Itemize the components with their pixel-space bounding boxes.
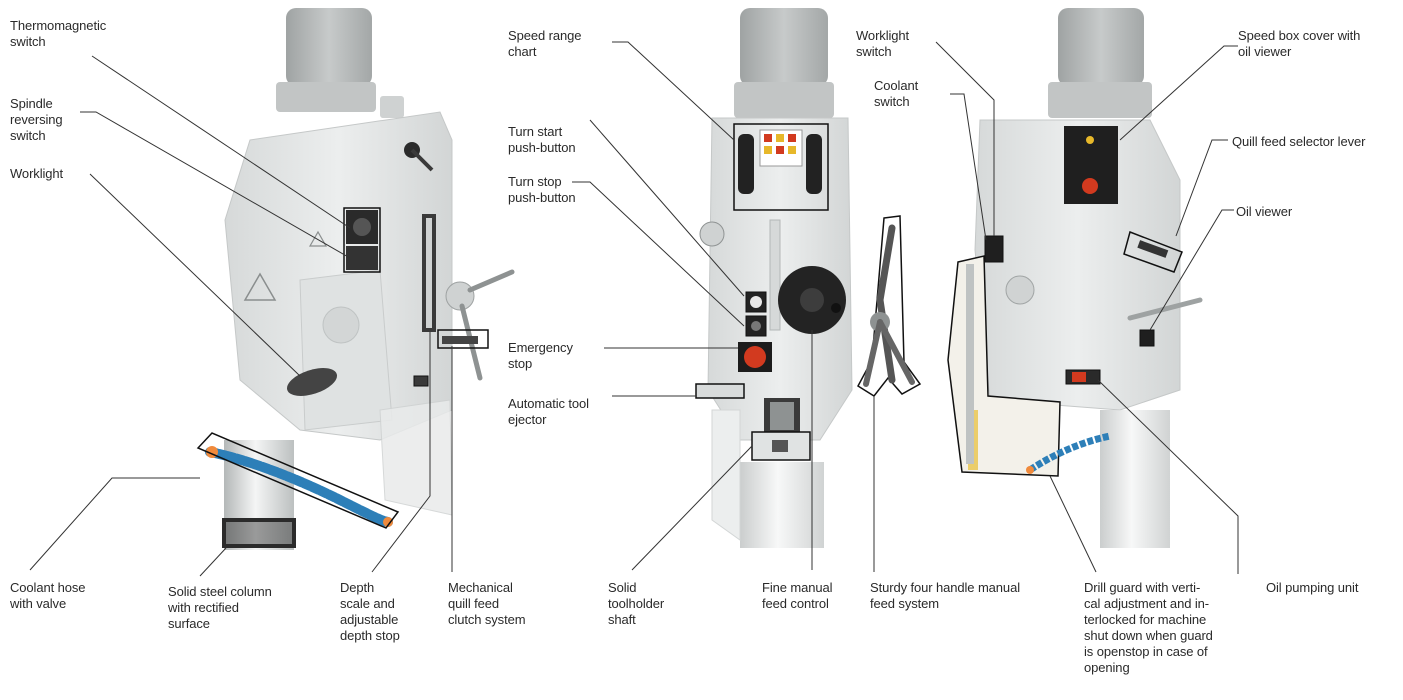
handwheel	[445, 281, 475, 311]
coolant-hose	[1028, 432, 1111, 473]
label-automatic-tool-ejector: Automatic tool ejector	[508, 396, 589, 427]
label-depth-scale: Depth scale and adjustable depth stop	[340, 580, 400, 643]
housing-bolt	[322, 306, 360, 344]
leader-spindle-reversing	[80, 111, 351, 259]
lifting-eye	[380, 96, 404, 118]
label-oil-viewer: Oil viewer	[1236, 204, 1293, 219]
leader-worklight	[89, 173, 301, 377]
emergency-stop-button	[744, 346, 766, 368]
label-speed-box-cover: Speed box cover with oil viewer	[1238, 28, 1361, 59]
leader-oil-viewer	[1149, 209, 1234, 331]
gear-housing	[299, 269, 393, 431]
leader-thermomagnetic	[91, 55, 351, 229]
column-collar-face	[226, 522, 292, 544]
dial	[1005, 275, 1035, 305]
clutch-lever	[442, 336, 478, 344]
label-thermomagnetic-switch: Thermomagnetic switch	[10, 18, 107, 49]
leader-drill-guard	[1049, 475, 1097, 573]
label-quill-feed-selector: Quill feed selector lever	[1232, 134, 1366, 149]
warning-triangle-icon	[243, 272, 277, 301]
column	[740, 462, 824, 548]
motor	[1058, 8, 1144, 86]
right-machine	[947, 8, 1203, 548]
label-sturdy-four-handle: Sturdy four handle manual feed system	[870, 580, 1020, 611]
drill-guard	[711, 409, 741, 541]
leader-worklight-switch	[935, 41, 995, 236]
leader-coolant-switch	[950, 93, 987, 241]
worklight-switch	[984, 235, 1004, 263]
label-coolant-switch: Coolant switch	[874, 78, 919, 109]
label-coolant-hose: Coolant hose with valve	[10, 580, 86, 611]
label-fine-manual-feed: Fine manual feed control	[762, 580, 833, 611]
leader-coolant-hose	[29, 477, 200, 571]
switch-knob	[353, 218, 371, 236]
label-spindle-reversing-switch: Spindle reversing switch	[10, 96, 63, 143]
handle-bar	[410, 148, 434, 172]
label-turn-start: Turn start push-button	[508, 124, 576, 155]
oil-viewer-small	[1139, 329, 1155, 347]
label-solid-toolholder-shaft: Solid toolholder shaft	[608, 580, 665, 627]
four-handle-callout-box	[857, 215, 922, 397]
motor-base	[734, 82, 834, 118]
guard-rod	[966, 264, 974, 464]
label-speed-range-chart: Speed range chart	[508, 28, 582, 59]
leader-oil-pumping	[1097, 379, 1239, 574]
gear-lever	[738, 134, 754, 194]
dial	[699, 221, 725, 247]
drill-guard	[379, 399, 453, 516]
leader-toolholder	[631, 445, 753, 571]
quill-selector-callout-box	[1123, 231, 1183, 273]
motor	[740, 8, 828, 86]
label-solid-steel-column: Solid steel column with rectified surfac…	[168, 584, 272, 631]
motor-base	[1048, 82, 1152, 118]
leader-turn-start	[589, 119, 745, 297]
hose-callout-box	[196, 432, 400, 529]
depth-stop	[413, 375, 429, 387]
leader-speed-chart	[612, 41, 735, 141]
switch-callout-box	[343, 207, 381, 273]
warning-triangle-icon	[308, 230, 328, 247]
leader-quill-selector	[1175, 139, 1228, 237]
oil-viewer	[1082, 178, 1098, 194]
quill-selector-lever	[1137, 240, 1169, 258]
depth-scale	[769, 219, 781, 331]
label-worklight: Worklight	[10, 166, 64, 181]
tool-ejector	[695, 383, 745, 399]
speed-chart-callout-box	[733, 123, 829, 211]
handwheel-arm	[467, 269, 515, 293]
left-machine	[196, 8, 515, 550]
center-machine	[695, 8, 922, 548]
depth-scale-face	[426, 218, 432, 328]
label-mechanical-quill-feed: Mechanical quill feed clutch system	[448, 580, 526, 627]
leader-turn-stop	[572, 181, 745, 327]
leader-speed-box	[1119, 45, 1238, 141]
leader-depth-scale	[371, 332, 431, 573]
gear-lever	[806, 134, 822, 194]
label-oil-pumping-unit: Oil pumping unit	[1266, 580, 1359, 595]
leader-column	[199, 547, 227, 577]
reversing-switch	[346, 246, 378, 270]
motor-base	[276, 82, 376, 112]
leader-lines	[29, 41, 1239, 577]
column	[1100, 410, 1170, 548]
label-emergency-stop: Emergency stop	[508, 340, 573, 371]
label-turn-stop: Turn stop push-button	[508, 174, 576, 205]
label-worklight-switch: Worklight switch	[856, 28, 910, 59]
label-drill-guard: Drill guard with verti- cal adjustment a…	[1084, 580, 1213, 675]
motor	[286, 8, 372, 86]
clutch-callout-box	[437, 329, 489, 349]
